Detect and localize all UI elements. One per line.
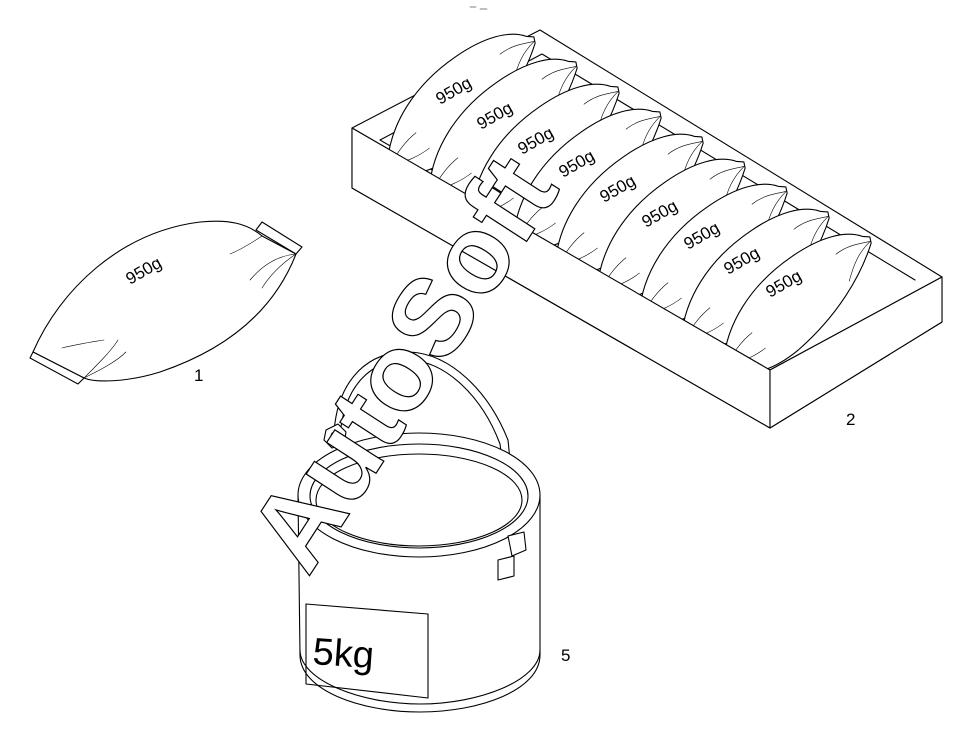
- callout-5: 5: [561, 646, 570, 665]
- top-mark: [469, 6, 488, 10]
- pail: [297, 351, 541, 713]
- callout-1: 1: [194, 366, 203, 385]
- bag-tray: [351, 16, 943, 429]
- single-bag: [29, 220, 303, 385]
- pail-weight-label: 5kg: [311, 631, 375, 677]
- callout-2: 2: [846, 410, 855, 429]
